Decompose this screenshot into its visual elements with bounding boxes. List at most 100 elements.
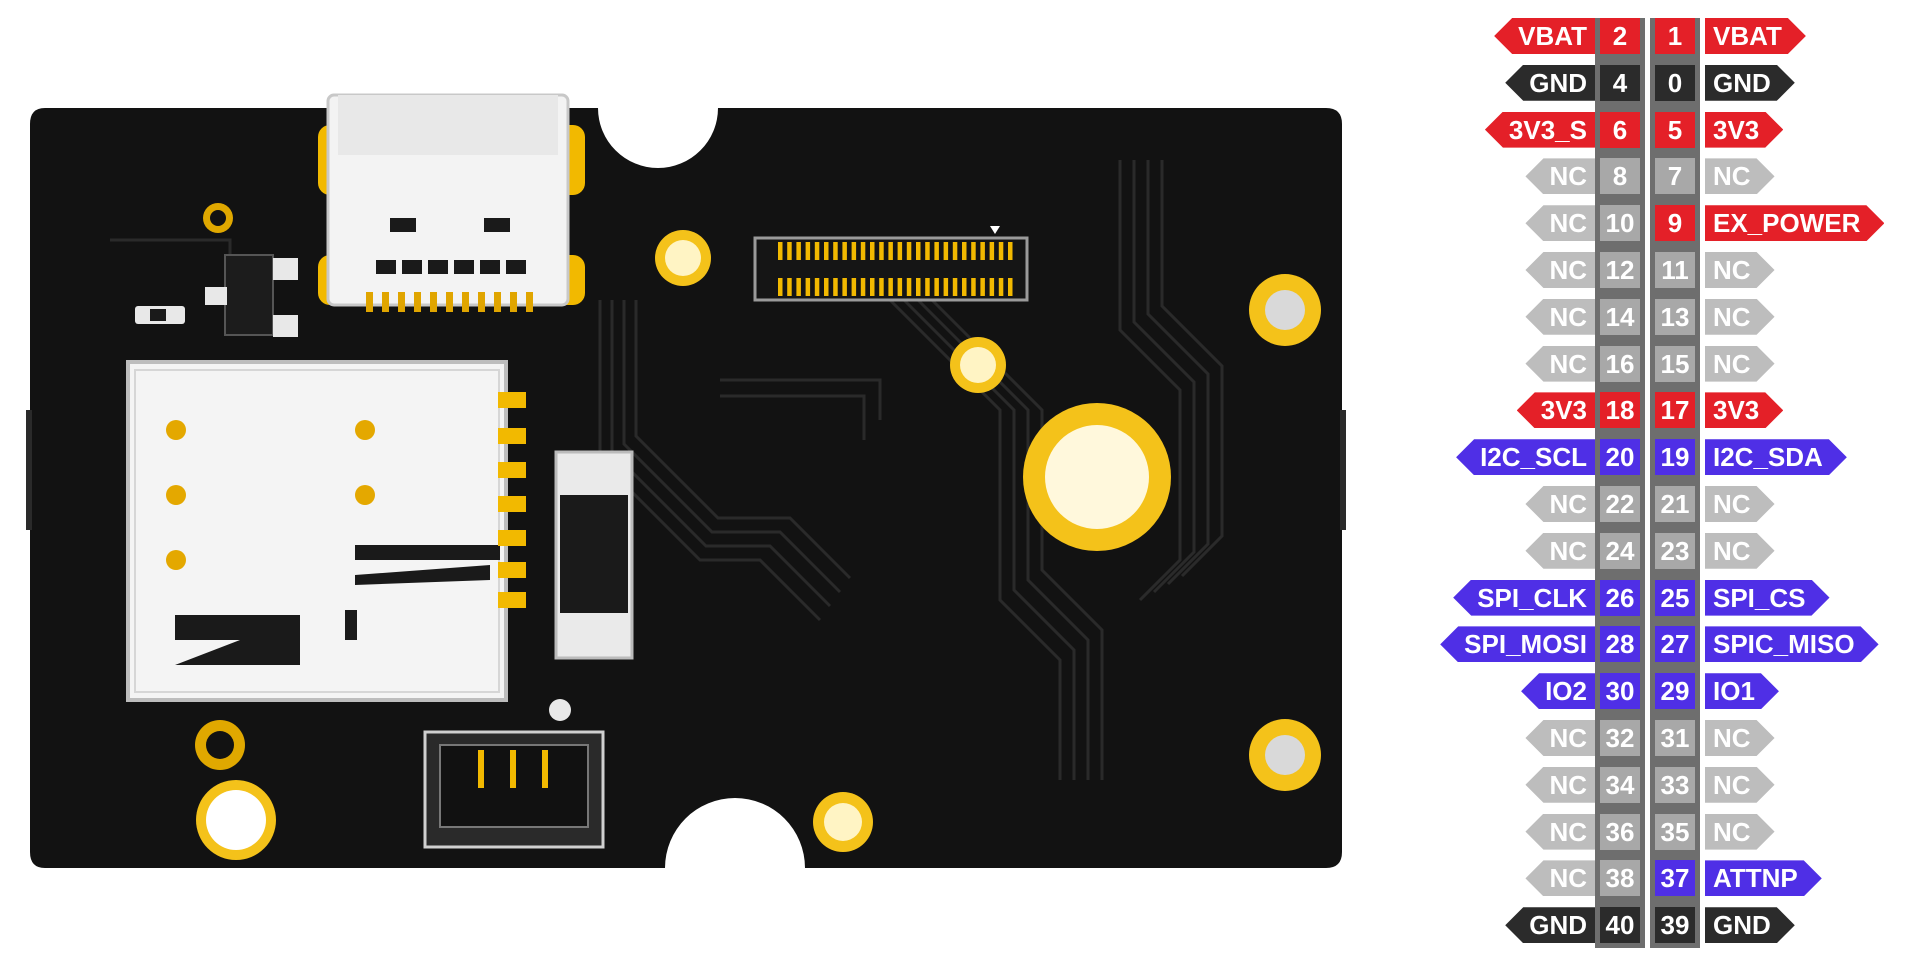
pin-label-right: NC [1705, 158, 1775, 194]
pin-number-left: 36 [1600, 813, 1640, 850]
pin-label-right: ATTNP [1705, 860, 1822, 896]
pin-number-right: 1 [1655, 18, 1695, 54]
pin-label-right: NC [1705, 299, 1775, 335]
pin-number-right: 17 [1655, 392, 1695, 429]
pin-label-left: NC [1525, 766, 1595, 803]
pin-label-left: NC [1525, 252, 1595, 288]
pin-number-right: 0 [1655, 64, 1695, 101]
pin-number-right: 11 [1655, 252, 1695, 288]
pin-number-right: 23 [1655, 532, 1695, 569]
pin-number-left: 28 [1600, 626, 1640, 663]
pin-label-left: NC [1525, 345, 1595, 382]
pin-label-right: NC [1705, 814, 1775, 850]
pin-label-left: NC [1525, 205, 1595, 242]
pin-number-left: 22 [1600, 486, 1640, 522]
pin-label-right: 3V3 [1705, 112, 1783, 148]
pin-label-left: IO2 [1521, 673, 1595, 710]
jst-connector [423, 699, 605, 849]
sim-card-holder [126, 360, 526, 702]
pin-label-right: IO1 [1705, 673, 1779, 709]
pin-number-left: 8 [1600, 158, 1640, 195]
pin-label-left: SPI_MOSI [1440, 626, 1595, 663]
pin-number-left: 6 [1600, 111, 1640, 148]
pin-number-left: 20 [1600, 439, 1640, 476]
pin-number-left: 24 [1600, 532, 1640, 569]
pin-number-right: 7 [1655, 158, 1695, 195]
usb-c-connector [318, 93, 585, 312]
pin-label-right: EX_POWER [1705, 205, 1884, 241]
pin-number-left: 16 [1600, 345, 1640, 382]
edge-teeth-right [1340, 410, 1346, 530]
smd-components [135, 254, 298, 337]
pin-number-right: 25 [1655, 579, 1695, 616]
smd-diode [554, 450, 634, 660]
pin-label-left: 3V3 [1516, 392, 1595, 429]
pin-number-left: 32 [1600, 720, 1640, 756]
pin-label-right: 3V3 [1705, 392, 1783, 428]
pin-number-right: 33 [1655, 766, 1695, 803]
pin-number-left: 2 [1600, 18, 1640, 54]
pin-label-left: I2C_SCL [1456, 439, 1595, 476]
pin-label-right: NC [1705, 346, 1775, 382]
pin-label-left: NC [1525, 298, 1595, 335]
pin-number-left: 40 [1600, 907, 1640, 944]
pin-label-right: GND [1705, 65, 1795, 101]
pin-label-left: SPI_CLK [1453, 579, 1595, 616]
pin-number-right: 9 [1655, 205, 1695, 242]
mounting-holes [195, 203, 1321, 860]
pin-number-left: 38 [1600, 860, 1640, 897]
pin-label-left: NC [1525, 158, 1595, 195]
pin-number-left: 10 [1600, 205, 1640, 242]
board-to-board-connector [753, 226, 1029, 302]
pin-label-left: NC [1525, 532, 1595, 569]
pin-label-left: VBAT [1494, 18, 1595, 54]
pin-label-right: I2C_SDA [1705, 439, 1847, 475]
pin-label-right: NC [1705, 533, 1775, 569]
pin-number-right: 19 [1655, 439, 1695, 476]
pin-label-right: VBAT [1705, 18, 1806, 54]
pin-label-right: SPI_CS [1705, 580, 1830, 616]
pin-number-left: 12 [1600, 252, 1640, 288]
pin-label-right: NC [1705, 720, 1775, 756]
pin-label-right: NC [1705, 486, 1775, 522]
pin-number-right: 37 [1655, 860, 1695, 897]
pin-number-right: 29 [1655, 673, 1695, 710]
pin-number-left: 30 [1600, 673, 1640, 710]
pin-label-left: NC [1525, 860, 1595, 897]
pin-number-right: 5 [1655, 111, 1695, 148]
pin-label-right: NC [1705, 767, 1775, 803]
pin-label-left: GND [1505, 907, 1595, 944]
pin-number-left: 18 [1600, 392, 1640, 429]
pin-label-left: NC [1525, 486, 1595, 522]
pin-number-left: 4 [1600, 64, 1640, 101]
pin-number-left: 14 [1600, 298, 1640, 335]
pin-number-left: 26 [1600, 579, 1640, 616]
pin-number-right: 35 [1655, 813, 1695, 850]
pin-number-right: 31 [1655, 720, 1695, 756]
pin-number-left: 34 [1600, 766, 1640, 803]
pin-label-right: GND [1705, 907, 1795, 943]
pin-label-right: NC [1705, 252, 1775, 288]
pcb-board-illustration [26, 93, 1346, 868]
pin-label-right: SPIC_MISO [1705, 626, 1879, 662]
pin-label-left: NC [1525, 720, 1595, 756]
pin-number-right: 13 [1655, 298, 1695, 335]
